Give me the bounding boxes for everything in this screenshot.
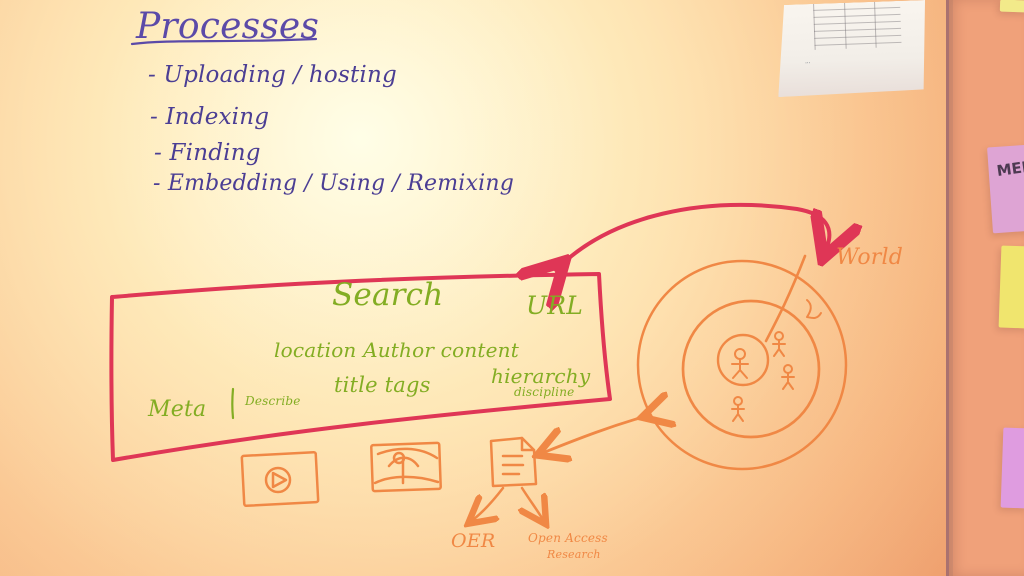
paper-grid-lines	[813, 1, 902, 50]
sticky-note-yellow-top	[999, 0, 1024, 13]
sticky-note-meeting-label: MEE	[995, 157, 1024, 181]
sticky-note-meeting: MEE	[987, 144, 1024, 234]
paper-small-text: ...	[804, 59, 811, 66]
sticky-note-yellow-middle	[998, 245, 1024, 329]
pinned-paper-sheet: ...	[775, 0, 928, 97]
sticky-note-pink-lower	[1000, 427, 1024, 509]
